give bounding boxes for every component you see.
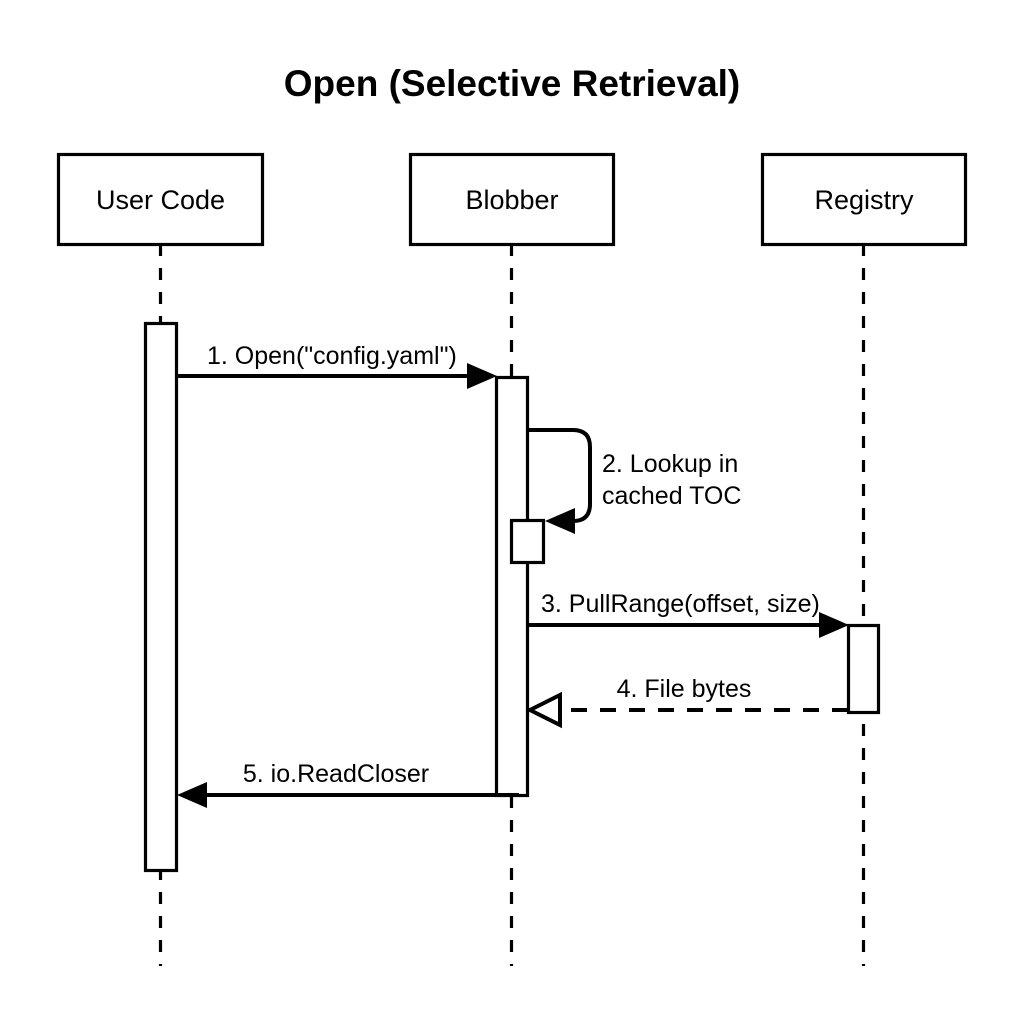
participant-box-user-code (56, 152, 265, 247)
message-2-self-loop-path (529, 428, 592, 523)
activation-bar-blobber (494, 375, 530, 798)
message-4-arrowhead-icon (525, 691, 562, 729)
activation-bar-blobber-nested (509, 518, 546, 565)
diagram-title: Open (Selective Retrieval) (284, 63, 741, 104)
participant-box-registry (760, 152, 968, 247)
participant-blobber[interactable]: Blobber (408, 152, 616, 247)
participant-label-registry: Registry (814, 185, 914, 215)
message-1-open[interactable]: 1. Open("config.yaml") (178, 342, 497, 389)
message-3-pullrange[interactable]: 3. PullRange(offset, size) (529, 590, 849, 638)
message-5-readcloser[interactable]: 5. io.ReadCloser (177, 760, 519, 808)
activation-bar-user-code (143, 321, 179, 873)
message-5-arrowhead-icon (177, 782, 207, 808)
message-4-label: 4. File bytes (617, 675, 752, 703)
message-2-label-line1: 2. Lookup in (602, 450, 738, 478)
message-3-label: 3. PullRange(offset, size) (541, 590, 820, 618)
message-3-arrowhead-icon (819, 612, 849, 638)
activation-bar-registry (846, 623, 881, 715)
message-2-label-line2: cached TOC (602, 482, 741, 510)
message-2-lookup-self[interactable]: 2. Lookup in cached TOC (529, 428, 741, 534)
participant-label-user-code: User Code (96, 185, 225, 215)
message-1-arrowhead-icon (467, 363, 497, 389)
participant-registry[interactable]: Registry (760, 152, 968, 247)
participant-box-blobber (408, 152, 616, 247)
message-2-arrowhead-icon (545, 508, 575, 534)
participant-label-blobber: Blobber (465, 185, 558, 215)
message-1-label: 1. Open("config.yaml") (207, 342, 457, 370)
message-4-file-bytes[interactable]: 4. File bytes (525, 675, 848, 729)
message-5-label: 5. io.ReadCloser (243, 760, 429, 788)
participant-user-code[interactable]: User Code (56, 152, 265, 247)
